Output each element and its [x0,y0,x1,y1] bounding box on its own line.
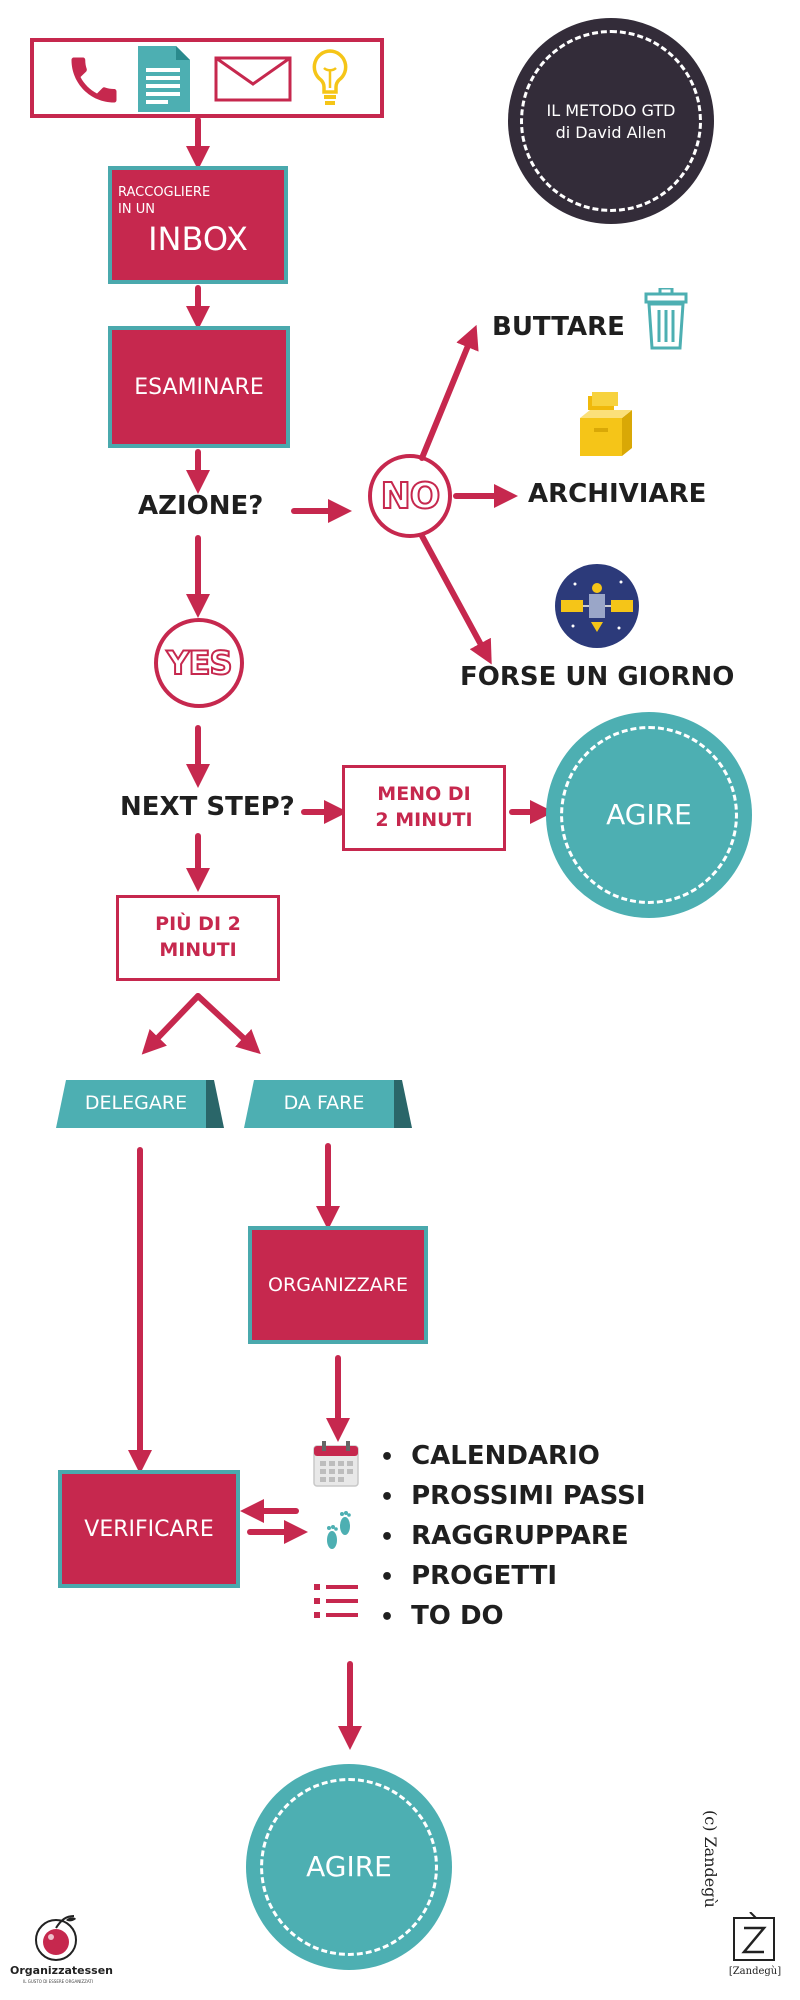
arrow-no-someday [419,533,492,665]
phone-icon [71,57,117,103]
less-than-2-min-label: MENO DI 2 MINUTI [375,783,473,831]
footprints-icon [327,1511,351,1549]
no-label: NO [380,475,442,518]
box-icon [580,392,632,456]
document-icon [138,46,190,112]
zandegu-logo [733,1912,775,1961]
trash-label: BUTTARE [492,312,625,342]
list-item: • RAGGRUPPARE [380,1521,629,1551]
calendar-icon [313,1441,359,1487]
next-step-question: NEXT STEP? [120,792,295,822]
gtd-badge: IL METODO GTD di David Allen [508,18,714,224]
no-circle: NO [368,454,452,538]
inbox-caption: RACCOGLIERE IN UN [118,185,211,217]
act-circle-bottom: AGIRE [246,1764,452,1970]
list-item-group: RAGGRUPPARE [411,1521,629,1551]
brand-left-name: Organizzatessen [10,1964,114,1977]
yes-label: YES [165,643,233,683]
inbox-step: RACCOGLIERE IN UN INBOX [108,166,288,284]
todo-ribbon: DA FARE [244,1080,412,1128]
list-item-projects: PROGETTI [411,1561,558,1591]
action-question: AZIONE? [138,491,264,521]
act-bottom-label: AGIRE [306,1850,392,1883]
archive-label: ARCHIVIARE [528,479,707,509]
act-top-label: AGIRE [606,798,692,831]
brand-right-name: [Zandegù] [728,1966,782,1977]
delegate-label: DELEGARE [84,1092,188,1114]
arrow-no-trash [419,324,479,461]
organize-step: ORGANIZZARE [248,1226,428,1344]
list-item: • PROSSIMI PASSI [380,1481,646,1511]
copyright-text: (c) Zandegù [701,1810,720,1908]
list-item: • CALENDARIO [380,1441,600,1471]
capture-sources-box [30,38,384,118]
list-item-calendar: CALENDARIO [411,1441,600,1471]
verify-label: VERIFICARE [84,1516,214,1542]
examine-label: ESAMINARE [134,374,264,400]
list-item-todo: TO DO [411,1601,504,1631]
yes-circle: YES [154,618,244,708]
inbox-title: INBOX [148,220,248,258]
more-than-2-min-label: PIÙ DI 2 MINUTI [155,913,241,961]
examine-step: ESAMINARE [108,326,290,448]
arrow-more2-delegate [141,993,201,1055]
less-than-2-min: MENO DI 2 MINUTI [342,765,506,851]
lightbulb-icon [312,49,348,105]
list-icon [314,1584,358,1618]
verify-step: VERIFICARE [58,1470,240,1588]
list-item-next-steps: PROSSIMI PASSI [411,1481,646,1511]
trash-icon [644,288,688,350]
brand-left-tagline: IL GUSTO DI ESSERE ORGANIZZATI [23,1979,93,1984]
satellite-icon [555,564,639,648]
list-item: • TO DO [380,1601,504,1631]
list-item: • PROGETTI [380,1561,558,1591]
todo-label: DA FARE [283,1092,365,1114]
cherry-logo [35,1915,77,1961]
organize-list: • CALENDARIO • PROSSIMI PASSI • RAGGRUPP… [380,1436,646,1636]
badge-title: IL METODO GTD [546,101,676,120]
badge-subtitle: di David Allen [555,123,667,142]
someday-label: FORSE UN GIORNO [460,662,735,692]
mail-icon [214,56,292,102]
organize-label: ORGANIZZARE [268,1274,408,1296]
delegate-ribbon: DELEGARE [56,1080,224,1128]
act-circle-top: AGIRE [546,712,752,918]
more-than-2-min: PIÙ DI 2 MINUTI [116,895,280,981]
arrow-more2-todo [195,993,261,1055]
